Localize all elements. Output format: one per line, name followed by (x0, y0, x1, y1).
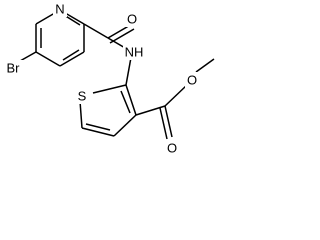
thiophene-ring (79, 84, 137, 137)
bond-ester-c-o (164, 105, 173, 138)
thiophene-sulfur-label: S (78, 89, 87, 104)
structure-canvas: N O NH Br S O O (6, 1, 215, 156)
bond-c3-c4 (59, 51, 85, 67)
bond-c5-s (79, 100, 83, 129)
double-bond-c4-c5 (85, 123, 111, 131)
amide-nh-label: NH (125, 45, 144, 60)
bond-c3-ester-c (135, 105, 166, 116)
amide-oxygen-label: O (127, 12, 137, 27)
bond-c5-br (19, 51, 37, 62)
pyridine-nitrogen-label: N (55, 2, 64, 17)
bond-c3-amide-c (83, 23, 109, 39)
bond-c4-c5-thiophene (81, 127, 115, 137)
bond-ester-c-osingle (164, 84, 188, 107)
ester-ether-oxygen-label: O (187, 73, 197, 88)
double-bond-c3-c4 (62, 49, 80, 61)
pyridine-ring (35, 9, 85, 67)
bromine-label: Br (7, 61, 21, 76)
bond-c3-c4-thiophene (113, 114, 137, 137)
bond-c2-c3-thiophene (125, 84, 137, 116)
bond-s-c2 (92, 84, 127, 94)
molecule-drawing: N O NH Br S O O (6, 1, 215, 156)
bond-o-methyl (195, 58, 215, 73)
double-bond-c2-c3 (120, 90, 131, 114)
bond-c4-c5 (35, 51, 61, 67)
ester-carbonyl-oxygen-label: O (167, 141, 177, 156)
ester-group (135, 58, 215, 140)
double-bond-ester-c-o (159, 107, 168, 140)
